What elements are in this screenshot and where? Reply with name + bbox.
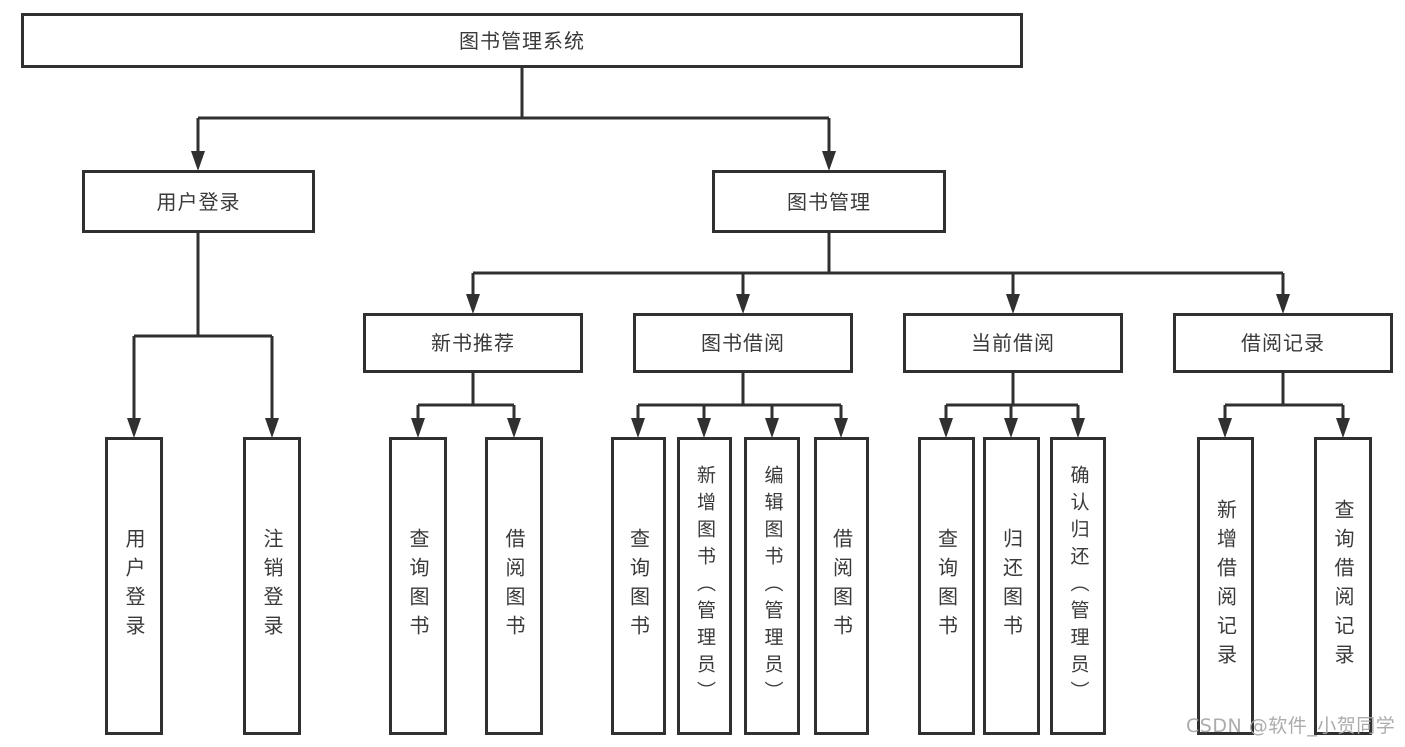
- leaf-borrow-borrow-book: 借阅图书: [814, 437, 869, 735]
- leaf-recommend-query-book-label: 查询图书: [406, 528, 430, 644]
- leaf-current-query-book-label: 查询图书: [934, 528, 959, 644]
- leaf-current-confirm-return-admin: 确认归还（管理员）: [1050, 437, 1106, 735]
- node-borrow-record: 借阅记录: [1173, 313, 1393, 373]
- leaf-record-query-label: 查询借阅记录: [1331, 499, 1355, 673]
- node-borrow-record-label: 借阅记录: [1241, 331, 1325, 355]
- leaf-logout-label: 注销登录: [260, 528, 284, 644]
- node-book-borrow: 图书借阅: [633, 313, 853, 373]
- leaf-record-add-label: 新增借阅记录: [1213, 499, 1238, 673]
- leaf-recommend-borrow-book-label: 借阅图书: [502, 528, 526, 644]
- leaf-current-confirm-return-admin-label: 确认归还（管理员）: [1067, 464, 1090, 708]
- arrowhead-icons: [127, 151, 1350, 438]
- node-book-borrow-label: 图书借阅: [701, 331, 785, 355]
- leaf-borrow-add-book-admin-label: 新增图书（管理员）: [694, 464, 716, 708]
- leaf-current-return-book: 归还图书: [983, 437, 1040, 735]
- leaf-logout: 注销登录: [243, 437, 301, 735]
- leaf-record-add: 新增借阅记录: [1197, 437, 1254, 735]
- node-user-login: 用户登录: [82, 170, 315, 233]
- leaf-borrow-edit-book-admin-label: 编辑图书（管理员）: [761, 464, 784, 708]
- csdn-watermark: CSDN @软件_小贺同学: [1186, 715, 1396, 737]
- node-book-management-label: 图书管理: [787, 189, 871, 214]
- leaf-current-return-book-label: 归还图书: [999, 528, 1024, 644]
- leaf-current-query-book: 查询图书: [918, 437, 975, 735]
- leaf-borrow-add-book-admin: 新增图书（管理员）: [677, 437, 732, 735]
- node-root-label: 图书管理系统: [459, 28, 585, 53]
- leaf-recommend-query-book: 查询图书: [389, 437, 447, 735]
- node-root: 图书管理系统: [21, 13, 1023, 68]
- leaf-borrow-query-book: 查询图书: [611, 437, 666, 735]
- leaf-recommend-borrow-book: 借阅图书: [485, 437, 543, 735]
- node-new-book-recommend-label: 新书推荐: [431, 331, 515, 355]
- leaf-borrow-query-book-label: 查询图书: [626, 528, 651, 644]
- leaf-record-query: 查询借阅记录: [1314, 437, 1372, 735]
- node-current-borrow: 当前借阅: [903, 313, 1123, 373]
- leaf-borrow-borrow-book-label: 借阅图书: [829, 528, 854, 644]
- node-current-borrow-label: 当前借阅: [971, 331, 1055, 355]
- node-user-login-label: 用户登录: [156, 189, 241, 214]
- leaf-user-login-label: 用户登录: [122, 528, 146, 644]
- leaf-user-login: 用户登录: [105, 437, 163, 735]
- leaf-borrow-edit-book-admin: 编辑图书（管理员）: [744, 437, 800, 735]
- node-book-management: 图书管理: [712, 170, 946, 233]
- node-new-book-recommend: 新书推荐: [363, 313, 583, 373]
